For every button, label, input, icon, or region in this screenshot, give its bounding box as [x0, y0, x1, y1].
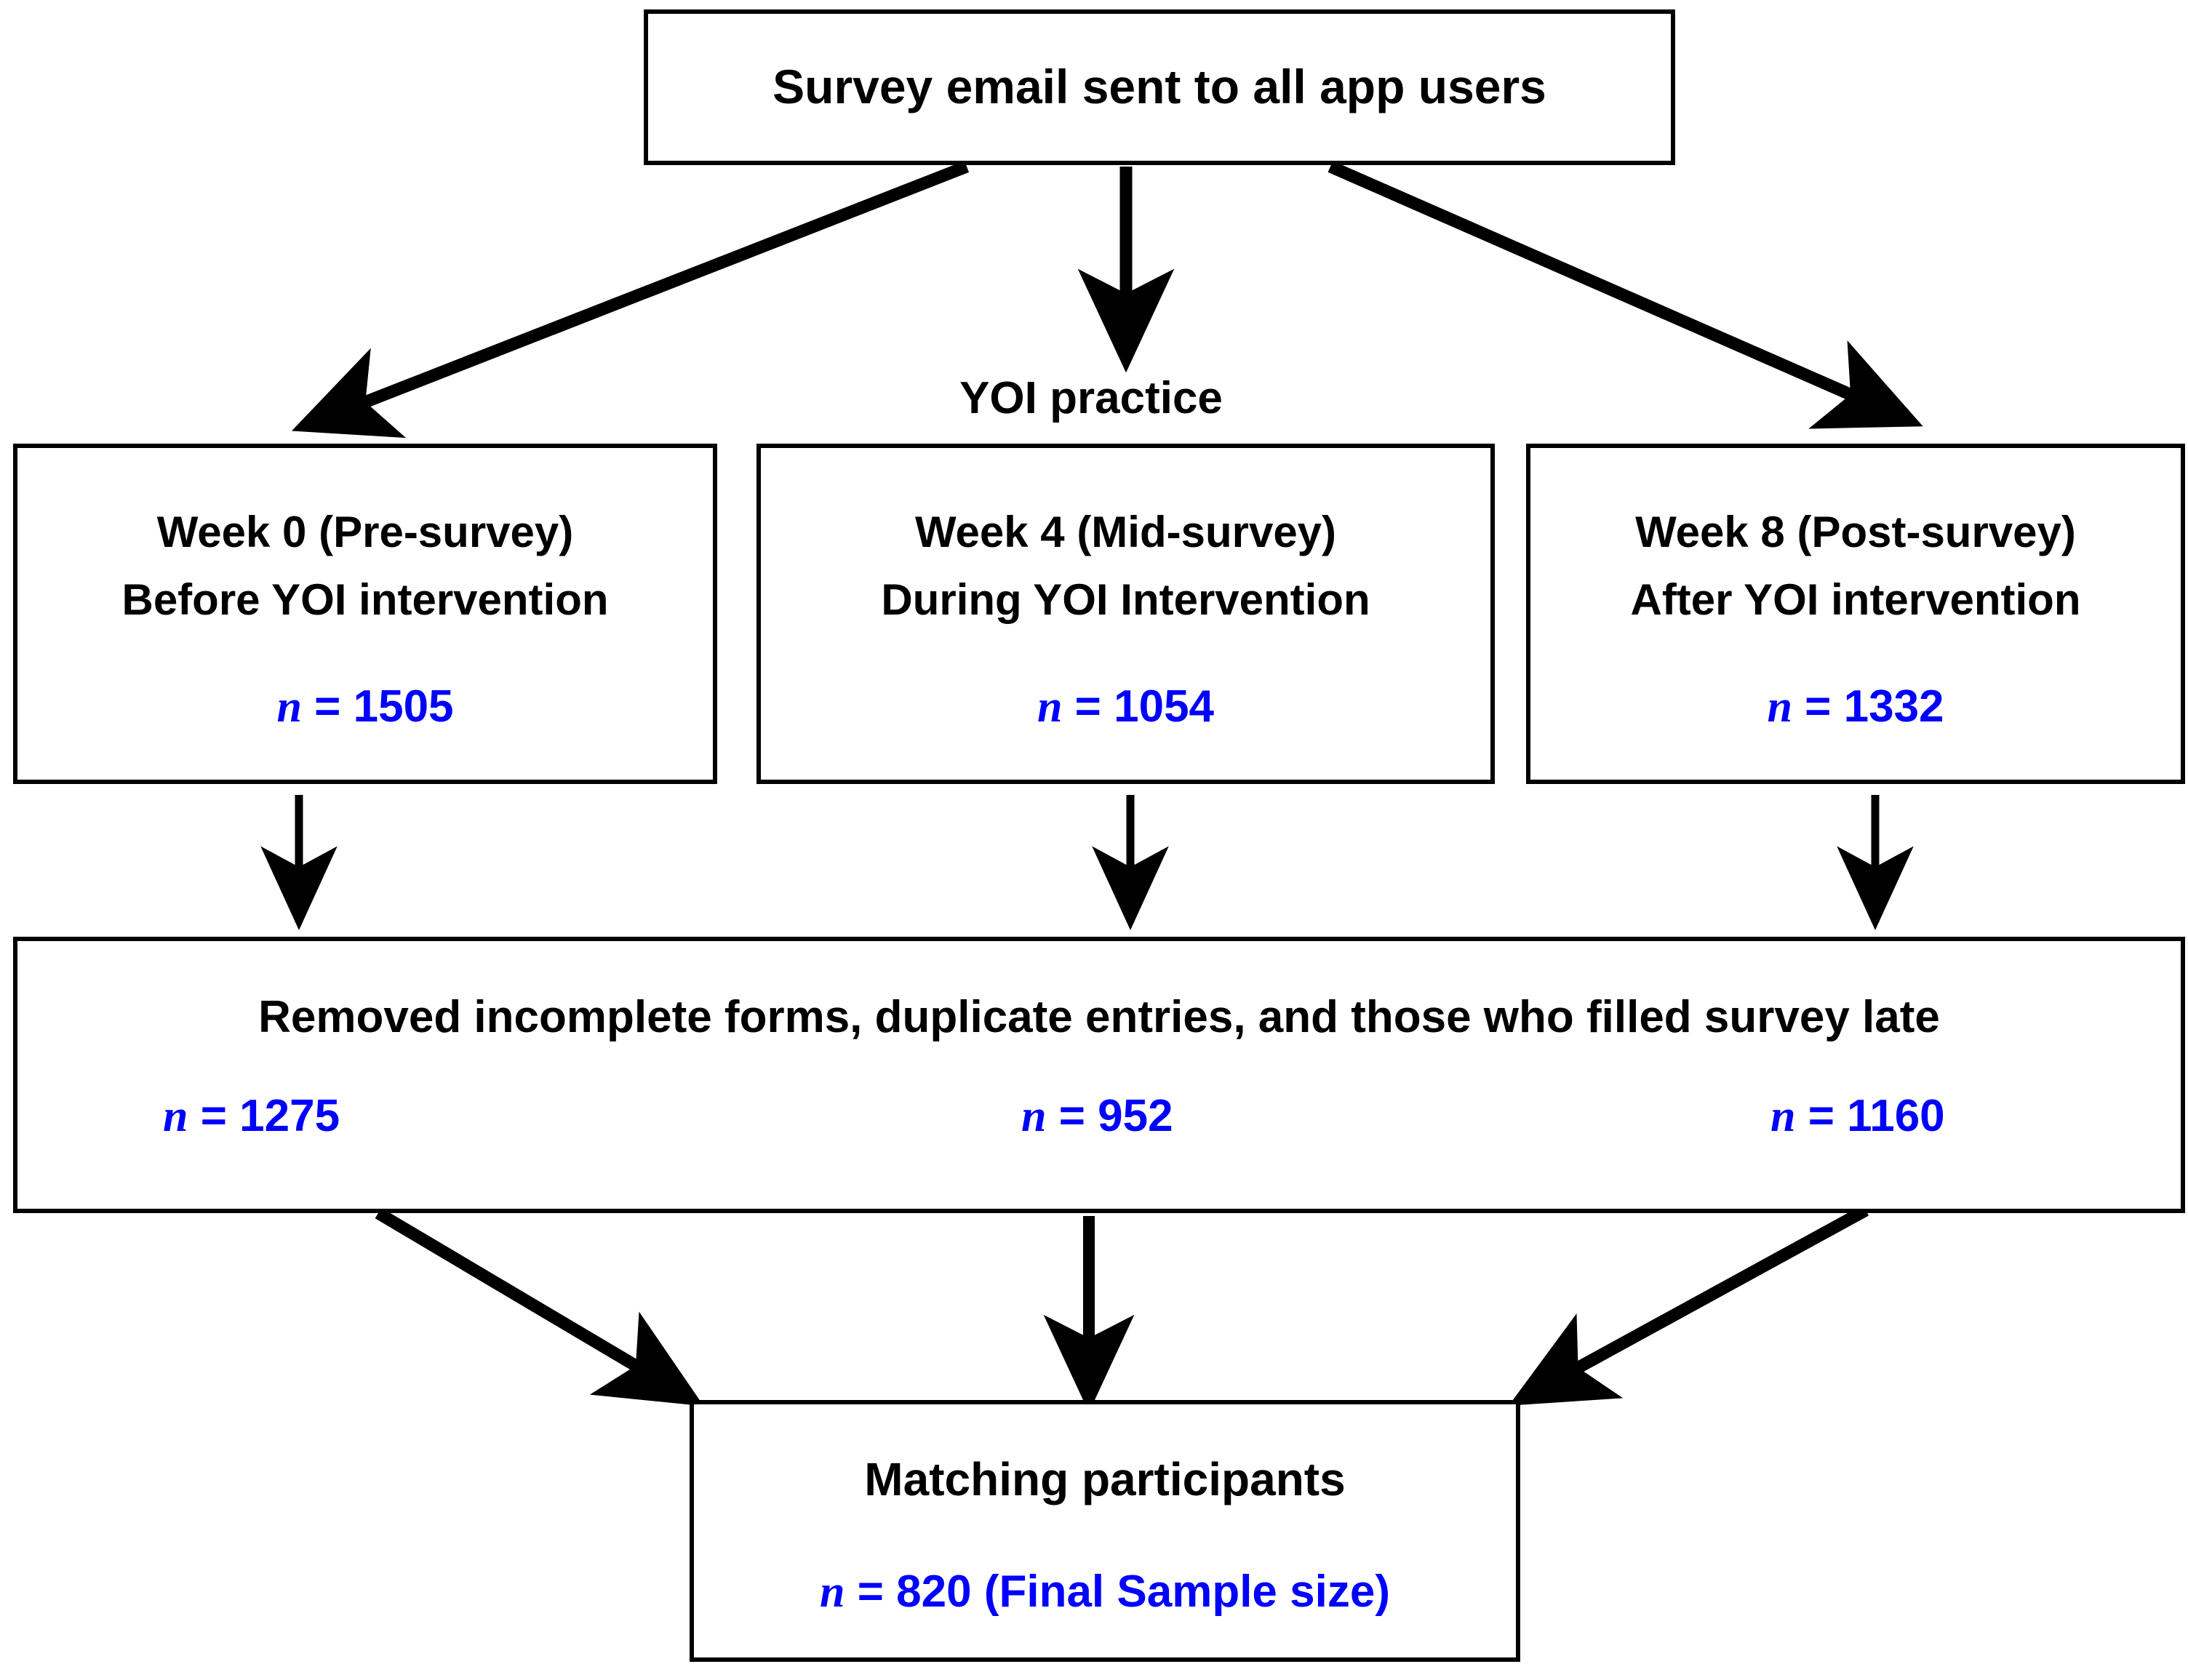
node-survey-email-sent: Survey email sent to all app users — [644, 9, 1675, 165]
n-symbol: n — [820, 1567, 845, 1617]
node-week8-title: Week 8 (Post-survey) — [1635, 507, 2076, 556]
edge-label-yoi-practice: YOI practice — [959, 373, 1223, 423]
node-removed-counts-row: n = 1275 n = 952 n = 1160 — [17, 1090, 2181, 1148]
arrow-removed-left-to-final — [375, 1207, 704, 1407]
node-week-4-mid-survey: Week 4 (Mid-survey) During YOI Intervent… — [756, 444, 1495, 784]
arrow-removed-right-to-final — [1509, 1204, 1869, 1406]
arrow-top-to-week8 — [1327, 161, 1923, 429]
node-top-label: Survey email sent to all app users — [772, 60, 1546, 114]
node-matching-participants: Matching participants n = 820 (Final Sam… — [690, 1400, 1520, 1662]
node-week0-title: Week 0 (Pre-survey) — [156, 507, 574, 556]
node-removed-label: Removed incomplete forms, duplicate entr… — [258, 992, 1940, 1042]
node-final-label: Matching participants — [864, 1453, 1346, 1505]
n-value: = 1275 — [200, 1091, 340, 1142]
node-removed-count-week0: n = 1275 — [163, 1090, 340, 1143]
n-symbol: n — [1037, 682, 1063, 732]
node-week0-sample-size: n = 1505 — [276, 681, 453, 733]
node-week4-subtitle: During YOI Intervention — [881, 575, 1370, 624]
n-value: = 820 (Final Sample size) — [857, 1566, 1390, 1617]
node-removed-records: Removed incomplete forms, duplicate entr… — [13, 937, 2185, 1213]
n-value: = 1160 — [1808, 1091, 1945, 1142]
n-value: = 1054 — [1074, 681, 1215, 732]
node-week8-subtitle: After YOI intervention — [1630, 575, 2081, 624]
n-symbol: n — [163, 1092, 188, 1142]
node-week4-title: Week 4 (Mid-survey) — [914, 507, 1337, 556]
node-final-sample-size: n = 820 (Final Sample size) — [820, 1566, 1390, 1618]
n-value: = 1505 — [314, 681, 454, 732]
n-value: = 952 — [1058, 1091, 1173, 1142]
node-week4-sample-size: n = 1054 — [1037, 681, 1214, 733]
n-symbol: n — [1767, 682, 1792, 732]
node-week-0-pre-survey: Week 0 (Pre-survey) Before YOI intervent… — [13, 444, 717, 784]
node-week8-sample-size: n = 1332 — [1767, 681, 1944, 733]
n-value: = 1332 — [1805, 681, 1944, 732]
n-symbol: n — [1021, 1092, 1047, 1142]
node-removed-count-week4: n = 952 — [1021, 1090, 1173, 1143]
n-symbol: n — [276, 682, 302, 732]
node-week0-subtitle: Before YOI intervention — [121, 575, 609, 624]
node-week-8-post-survey: Week 8 (Post-survey) After YOI intervent… — [1526, 444, 2185, 784]
node-removed-count-week8: n = 1160 — [1770, 1090, 1945, 1143]
n-symbol: n — [1770, 1092, 1796, 1142]
